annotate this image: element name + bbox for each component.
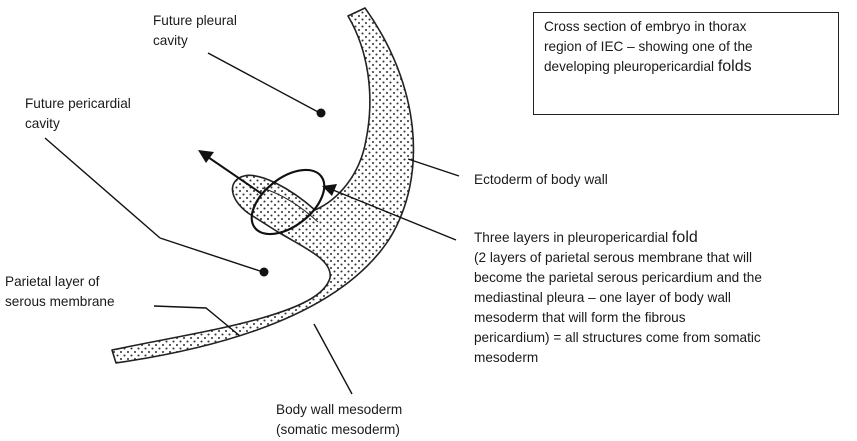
leader-pericardial-cavity-2 <box>159 237 264 273</box>
leader-pericardial-cavity <box>44 137 161 239</box>
pericardial-cavity-dot <box>259 267 269 277</box>
title-line-3: developing pleuropericardial folds <box>544 57 838 77</box>
leader-ectoderm <box>407 158 460 177</box>
title-line-3-b: folds <box>717 58 752 75</box>
three-layers-line-1: Three layers in pleuropericardial fold <box>474 229 698 246</box>
label-future-pleural-cavity: Future pleural cavity <box>153 13 237 48</box>
leader-body-wall-mesoderm <box>313 323 353 395</box>
leader-pleural-cavity <box>207 52 321 114</box>
leader-three-layers-arrowhead <box>322 184 337 196</box>
fold-highlight-ellipse <box>250 168 326 236</box>
body-wall <box>111 7 415 364</box>
fold-direction-arrow <box>204 154 263 195</box>
fold-inner-edge <box>261 187 319 223</box>
label-body-wall-mesoderm: Body wall mesoderm (somatic mesoderm) <box>276 402 403 437</box>
leader-parietal-layer <box>153 305 241 337</box>
pleural-cavity-dot <box>316 108 326 118</box>
fold-direction-arrowhead <box>198 150 214 163</box>
label-future-pericardial-cavity: Future pericardial cavity <box>25 96 131 131</box>
title-line-3-a: developing pleuropericardial <box>544 59 718 74</box>
label-three-layers: Three layers in pleuropericardial fold (… <box>474 229 762 365</box>
label-ectoderm: Ectoderm of body wall <box>474 172 608 187</box>
label-parietal-layer: Parietal layer of serous membrane <box>5 274 115 309</box>
title-line-2: region of IEC – showing one of the <box>544 39 753 54</box>
title-line-1: Cross section of embryo in thorax <box>544 19 747 34</box>
leader-three-layers <box>332 189 457 241</box>
title-box: Cross section of embryo in thorax region… <box>533 12 839 115</box>
